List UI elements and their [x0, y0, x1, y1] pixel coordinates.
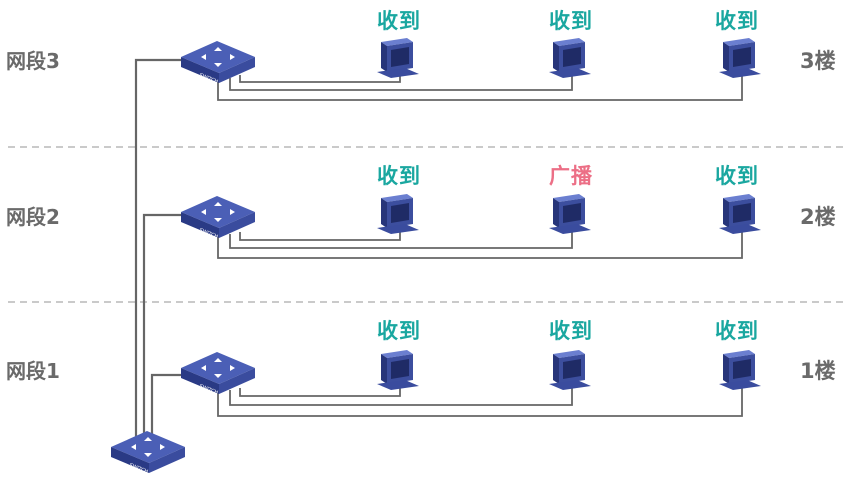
floor-label: 3楼: [800, 49, 836, 73]
host-status-label: 广播: [549, 164, 593, 188]
host-status-label: 收到: [549, 319, 593, 343]
uplink-wire: [150, 373, 185, 440]
host-link: [239, 72, 401, 83]
computer-icon: [549, 38, 591, 78]
switch-icon: SWITCH: [181, 41, 255, 85]
host-status-label: 收到: [715, 9, 759, 33]
host-link: [217, 72, 743, 101]
computer-icon: [719, 194, 761, 234]
host-link: [217, 384, 743, 417]
switch-icon: SWITCH: [181, 352, 255, 396]
floor-label: 2楼: [800, 205, 836, 229]
computer-icon: [377, 350, 419, 390]
computer-icon: [549, 350, 591, 390]
computer-icon: [377, 194, 419, 234]
host-status-label: 收到: [377, 319, 421, 343]
host-status-label: 收到: [377, 9, 421, 33]
switch-icon: SWITCH: [181, 196, 255, 240]
core-switch-icon: SWITCH: [111, 431, 185, 475]
host-link: [239, 384, 401, 397]
computer-icon: [549, 194, 591, 234]
host-link: [239, 228, 401, 241]
segment-label: 网段1: [6, 359, 60, 383]
host-status-label: 收到: [715, 319, 759, 343]
segment-label: 网段3: [6, 49, 60, 73]
uplink-wire: [142, 213, 185, 440]
host-link: [217, 228, 743, 259]
host-link: [229, 384, 573, 406]
floor-label: 1楼: [800, 359, 836, 383]
computer-icon: [719, 350, 761, 390]
host-status-label: 收到: [549, 9, 593, 33]
host-link: [229, 72, 573, 91]
segment-label: 网段2: [6, 205, 60, 229]
host-link: [229, 228, 573, 249]
host-status-label: 收到: [715, 164, 759, 188]
computer-icon: [377, 38, 419, 78]
uplink-wire: [134, 58, 185, 440]
host-status-label: 收到: [377, 164, 421, 188]
computer-icon: [719, 38, 761, 78]
